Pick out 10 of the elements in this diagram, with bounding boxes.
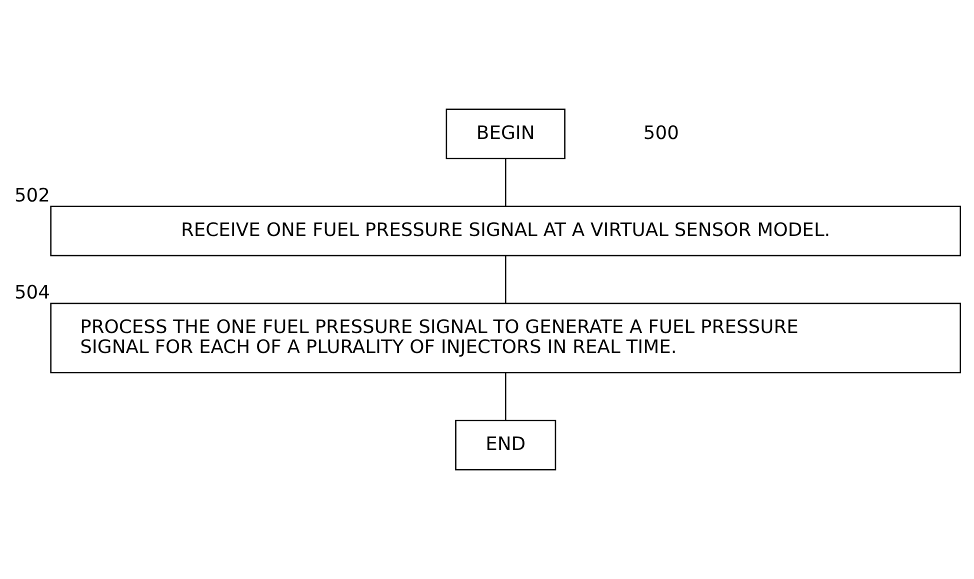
node-box: RECEIVE ONE FUEL PRESSURE SIGNAL AT A VIRTUAL SENSOR MODEL. — [50, 206, 962, 256]
node-box: PROCESS THE ONE FUEL PRESSURE SIGNAL TO GENERATE A FUEL PRESSURE SIGNAL FOR EACH OF A PLURALITY OF INJECTORS IN REAL TIME. — [50, 302, 962, 374]
connector — [504, 372, 506, 420]
node-label: 504 — [14, 282, 50, 304]
connector — [504, 256, 506, 304]
label: 500 — [643, 122, 679, 144]
node-box: END — [455, 420, 556, 470]
node-label: 502 — [14, 185, 50, 206]
connector — [504, 158, 506, 206]
node-box: BEGIN — [446, 108, 566, 160]
